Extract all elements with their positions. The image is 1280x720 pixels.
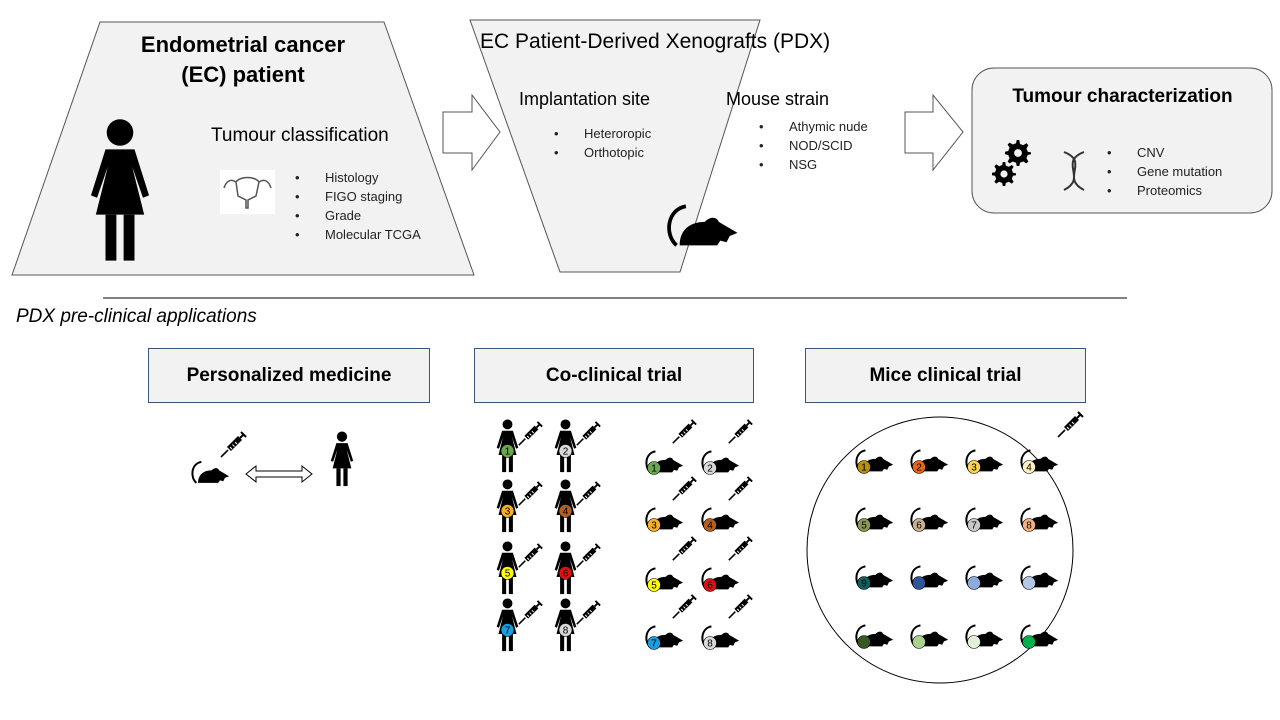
woman-icon — [330, 431, 354, 487]
mouse-badge — [647, 636, 661, 650]
syringe-icon — [575, 542, 602, 569]
mouse-badge — [912, 635, 926, 649]
mouse-badge — [647, 518, 661, 532]
patient-badge-number: 6 — [563, 569, 569, 580]
mouse-badge-number: 8 — [1026, 521, 1032, 532]
mouse-badge — [967, 518, 981, 532]
double-arrow-icon — [245, 464, 313, 484]
patient-badge — [558, 504, 573, 518]
patient-badge-number: 3 — [505, 507, 511, 518]
syringe-icon — [517, 480, 544, 507]
classification-list: HistologyFIGO stagingGradeMolecular TCGA — [325, 168, 421, 244]
mouse-badge — [1022, 576, 1036, 590]
patient-badge — [500, 566, 515, 580]
arrow-right-icon — [442, 93, 501, 172]
syringe-icon — [220, 431, 247, 458]
syringe-icon — [575, 599, 602, 626]
mouse-badge — [857, 635, 871, 649]
mouse-icon — [191, 460, 230, 484]
mouse-badge-number: 9 — [861, 579, 867, 590]
mouse-badge-number: 6 — [707, 581, 713, 592]
mouse-badge — [703, 578, 717, 592]
mouse-badge-number: 7 — [971, 521, 977, 532]
patient-title: Endometrial cancer(EC) patient — [140, 32, 346, 87]
mouse-badge-number: 5 — [651, 581, 657, 592]
implantation-list: HeteroropicOrthotopic — [584, 124, 651, 162]
syringe-icon — [671, 535, 698, 562]
mouse-badge — [967, 576, 981, 590]
mouse-badge — [647, 461, 661, 475]
mouse-badge-number: 5 — [861, 521, 867, 532]
patient-badge-number: 8 — [563, 626, 569, 637]
mouse-badge — [912, 576, 926, 590]
syringe-icon — [671, 475, 698, 502]
mouse-badge — [912, 518, 926, 532]
patient-badge-number: 4 — [563, 507, 569, 518]
mouse-badge — [857, 460, 871, 474]
patient-badge — [558, 444, 573, 458]
syringe-icon — [727, 418, 754, 445]
mouse-badge — [912, 460, 926, 474]
mouse-badge-number: 4 — [707, 521, 713, 532]
personalized-medicine-box: Personalized medicine — [148, 348, 430, 403]
patient-badge — [500, 623, 515, 637]
mouse-badge — [647, 578, 661, 592]
mouse-badge-number: 1 — [861, 463, 867, 474]
syringe-icon — [727, 535, 754, 562]
mouse-badge-number: 4 — [1026, 463, 1032, 474]
characterization-title: Tumour characterization — [1012, 86, 1233, 107]
classification-title: Tumour classification — [211, 125, 389, 146]
mouse-badge — [967, 635, 981, 649]
patient-badge — [500, 504, 515, 518]
patient-badge-number: 1 — [505, 447, 511, 458]
mouse-badge — [857, 576, 871, 590]
mice-clinical-trial-box: Mice clinical trial — [805, 348, 1086, 403]
syringe-icon — [575, 420, 602, 447]
mouse-badge — [703, 636, 717, 650]
patient-badge-number: 5 — [505, 569, 511, 580]
arrow-right-icon — [904, 93, 964, 172]
mice-trial-circle — [806, 416, 1074, 684]
syringe-icon — [517, 542, 544, 569]
co-clinical-trial-box: Co-clinical trial — [474, 348, 754, 403]
mouse-badge — [703, 461, 717, 475]
mouse-badge-number: 1 — [651, 464, 657, 475]
syringe-icon — [727, 475, 754, 502]
mouse-badge-number: 3 — [971, 463, 977, 474]
mouse-badge — [1022, 518, 1036, 532]
syringe-icon — [517, 599, 544, 626]
patient-badge — [558, 566, 573, 580]
mouse-badge-number: 7 — [651, 639, 657, 650]
uterus-icon — [220, 170, 275, 214]
patient-badge — [558, 623, 573, 637]
strain-title: Mouse strain — [726, 89, 830, 109]
mouse-badge — [1022, 635, 1036, 649]
patient-badge — [500, 444, 515, 458]
syringe-icon — [575, 480, 602, 507]
strain-list: Athymic nudeNOD/SCIDNSG — [789, 117, 868, 174]
applications-label: PDX pre-clinical applications — [16, 306, 257, 327]
mouse-badge-number: 8 — [707, 639, 713, 650]
mouse-badge-number: 3 — [651, 521, 657, 532]
syringe-icon — [517, 420, 544, 447]
mouse-badge — [967, 460, 981, 474]
implantation-title: Implantation site — [519, 89, 651, 109]
gear-icon — [1005, 140, 1031, 166]
patient-badge-number: 7 — [505, 626, 511, 637]
pdx-title: EC Patient-Derived Xenografts (PDX) — [480, 30, 831, 53]
characterization-list: CNVGene mutationProteomics — [1137, 143, 1222, 200]
patient-badge-number: 2 — [563, 447, 569, 458]
mouse-badge-number: 2 — [916, 463, 922, 474]
syringe-icon — [1057, 411, 1084, 438]
syringe-icon — [671, 418, 698, 445]
mouse-badge — [857, 518, 871, 532]
mouse-badge-number: 6 — [916, 521, 922, 532]
mouse-badge — [703, 518, 717, 532]
dna-icon — [1063, 151, 1085, 191]
mouse-badge-number: 2 — [707, 464, 713, 475]
syringe-icon — [727, 593, 754, 620]
syringe-icon — [671, 593, 698, 620]
mouse-badge — [1022, 460, 1036, 474]
